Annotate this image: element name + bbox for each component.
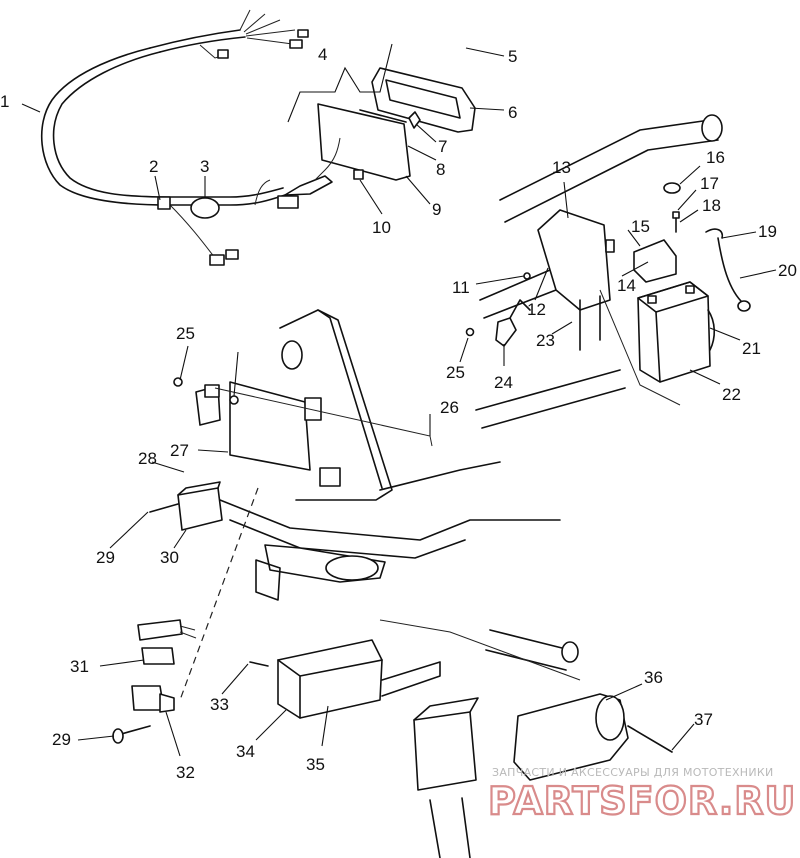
callout-7: 7 (438, 137, 447, 156)
watermark: ЗАПЧАСТИ И АКСЕССУАРЫ ДЛЯ МОТОТЕХНИКИ PA… (487, 766, 797, 824)
callout-33: 33 (210, 695, 229, 714)
callout-21: 21 (742, 339, 761, 358)
callout-28: 28 (138, 449, 157, 468)
callout-26: 26 (440, 398, 459, 417)
callout-17: 17 (700, 174, 719, 193)
callout-27: 27 (170, 441, 189, 460)
callout-37: 37 (694, 710, 713, 729)
tail-light-assembly (314, 67, 476, 181)
left-components (112, 377, 259, 744)
callout-14: 14 (617, 276, 636, 295)
callout-36: 36 (644, 668, 663, 687)
callout-30: 30 (160, 548, 179, 567)
callout-29-bottom: 29 (52, 730, 71, 749)
callout-9: 9 (432, 200, 441, 219)
wiring-harness (40, 9, 333, 266)
callout-6: 6 (508, 103, 517, 122)
callout-20: 20 (778, 261, 797, 280)
callout-3: 3 (200, 157, 209, 176)
callout-8: 8 (436, 160, 445, 179)
callout-leaders (21, 43, 777, 757)
callout-24: 24 (494, 373, 513, 392)
callout-18: 18 (702, 196, 721, 215)
callout-29-top: 29 (96, 548, 115, 567)
callout-35: 35 (306, 755, 325, 774)
callout-25-left: 25 (176, 324, 195, 343)
callout-13: 13 (552, 158, 571, 177)
callout-11: 11 (452, 278, 470, 297)
lower-rear-components (249, 629, 673, 858)
chassis-frame (219, 309, 626, 601)
callout-16: 16 (706, 148, 725, 167)
battery-area (465, 114, 751, 406)
watermark-tagline: ЗАПЧАСТИ И АКСЕССУАРЫ ДЛЯ МОТОТЕХНИКИ (492, 766, 774, 779)
callout-4: 4 (318, 45, 327, 64)
callout-34: 34 (236, 742, 255, 761)
callout-15: 15 (631, 217, 650, 236)
callout-23: 23 (536, 331, 555, 350)
watermark-brand: PARTSFOR.RU (488, 779, 796, 823)
callout-5: 5 (508, 47, 517, 66)
callout-32: 32 (176, 763, 195, 782)
callout-10: 10 (372, 218, 391, 237)
callout-1: 1 (0, 92, 9, 111)
callout-labels: 1 2 3 4 5 6 7 8 9 10 11 12 13 14 15 16 1… (0, 45, 797, 782)
callout-22: 22 (722, 385, 741, 404)
guide-lines (214, 387, 581, 681)
callout-19: 19 (758, 222, 777, 241)
callout-25-right: 25 (446, 363, 465, 382)
callout-2: 2 (149, 157, 158, 176)
callout-12: 12 (527, 300, 546, 319)
callout-31: 31 (70, 657, 89, 676)
